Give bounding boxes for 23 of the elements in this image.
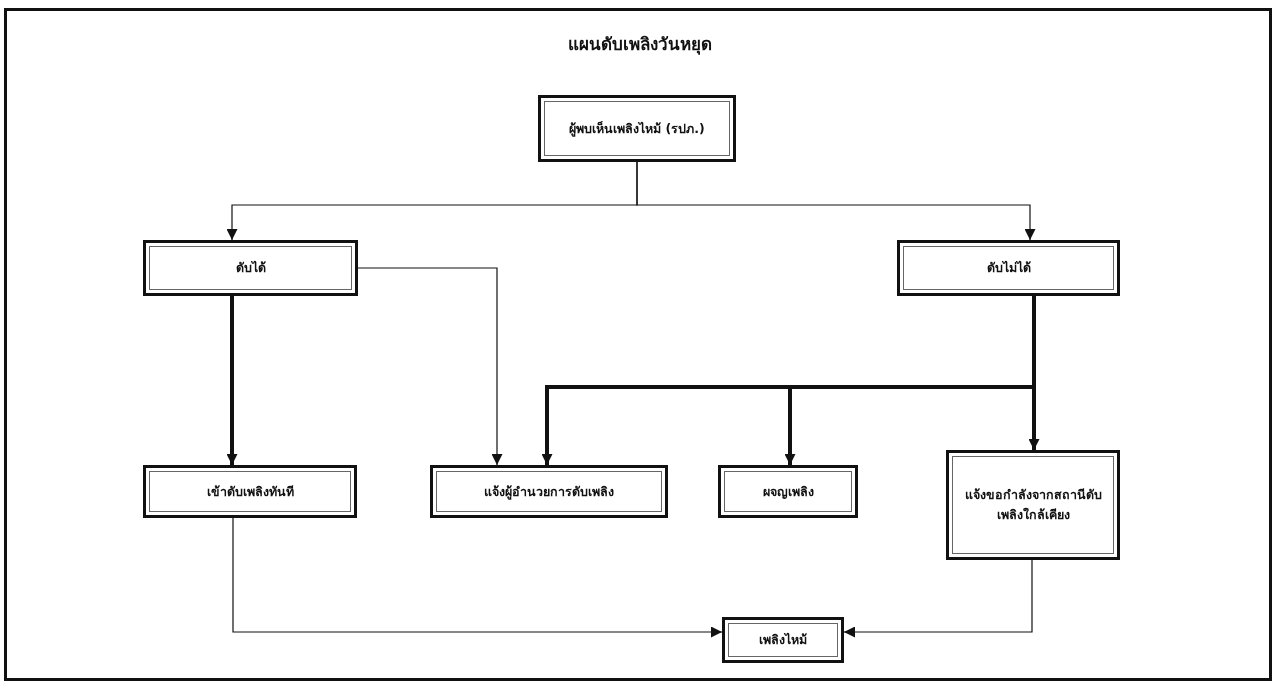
box-label: ผจญเพลิง bbox=[762, 482, 814, 501]
box-label: เพลิงไหม้ bbox=[759, 631, 807, 649]
process-box bbox=[143, 240, 358, 296]
arrow bbox=[1028, 296, 1040, 450]
process-box bbox=[897, 240, 1120, 296]
process-box bbox=[722, 617, 844, 663]
arrow bbox=[357, 267, 503, 466]
process-box bbox=[946, 450, 1120, 560]
arrow bbox=[226, 296, 238, 465]
box-label: ดับได้ bbox=[235, 259, 266, 277]
box-label: แจ้งผู้อำนวยการดับเพลิง bbox=[484, 482, 614, 502]
arrow bbox=[636, 161, 1036, 241]
box-label: เข้าดับเพลิงทันที bbox=[206, 482, 294, 501]
process-box bbox=[430, 465, 668, 518]
box-label: ดับไม่ได้ bbox=[986, 259, 1031, 277]
arrow bbox=[232, 517, 723, 638]
diagram-title: แผนดับเพลิงวันหยุด bbox=[567, 33, 713, 57]
box-label: แจ้งขอกำลังจากสถานีดับเพลิงใกล้เคียง bbox=[963, 486, 1103, 524]
process-box bbox=[718, 465, 858, 518]
arrow bbox=[843, 559, 1033, 638]
box-label: ผู้พบเห็นเพลิงไหม้ (รปภ.) bbox=[569, 119, 705, 139]
process-box bbox=[143, 465, 357, 518]
process-box bbox=[538, 95, 736, 162]
